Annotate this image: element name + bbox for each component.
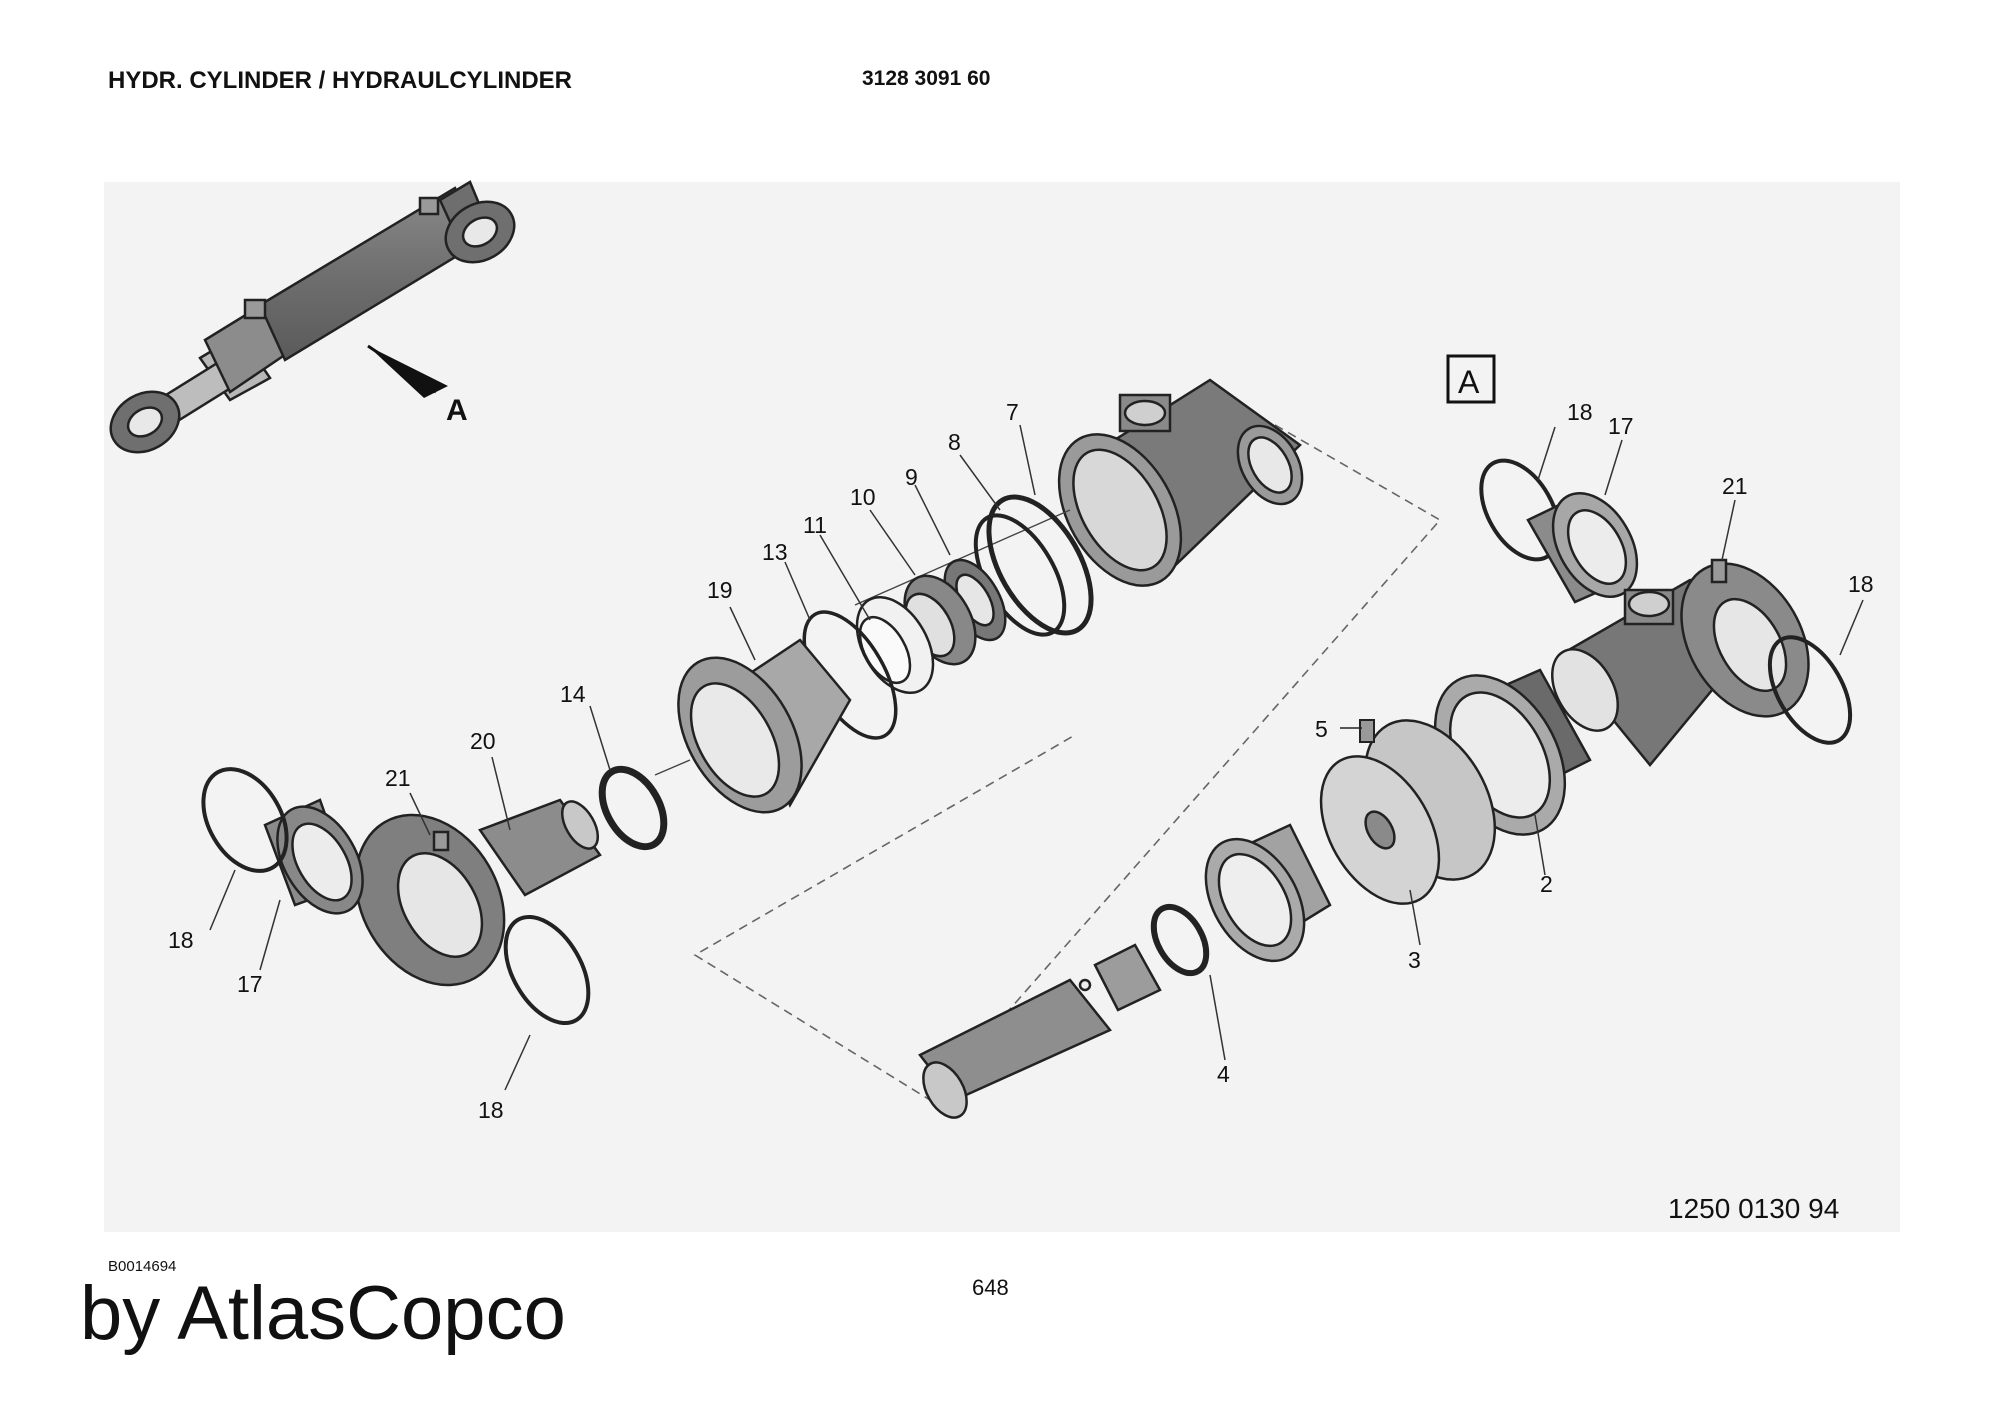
callout-20: 20 — [470, 728, 496, 754]
gland-19 — [677, 638, 852, 814]
set-screw-5 — [1359, 719, 1375, 743]
detail-box — [1446, 354, 1496, 404]
overview-cylinder — [109, 180, 516, 454]
callout-5: 5 — [1315, 716, 1328, 742]
callout-8: 8 — [948, 429, 961, 455]
guide-bushing — [1204, 823, 1332, 963]
circlip-18-left-top — [201, 767, 289, 873]
callout-7: 7 — [1006, 399, 1019, 425]
callout-21-left: 21 — [385, 765, 411, 791]
callout-18-left-bottom: 18 — [478, 1097, 504, 1123]
callout-10: 10 — [850, 484, 876, 510]
image-code: B0014694 — [108, 1258, 177, 1275]
callout-14: 14 — [560, 681, 586, 707]
detail-box-label: A — [1458, 364, 1480, 400]
callout-17-right: 17 — [1608, 413, 1634, 439]
callout-21-right: 21 — [1722, 473, 1748, 499]
drawing-number: 1250 0130 94 — [1668, 1193, 1840, 1224]
callout-18-right-top: 18 — [1567, 399, 1593, 425]
ring-7 — [986, 494, 1094, 636]
callout-18-left-top: 18 — [168, 927, 194, 953]
page-number: 648 — [972, 1275, 1009, 1300]
circlip-18-left-bottom — [503, 914, 591, 1026]
callout-4: 4 — [1217, 1061, 1230, 1087]
piston-rod-20 — [478, 798, 602, 897]
part-number: 3128 3091 60 — [862, 67, 991, 90]
callout-19: 19 — [707, 577, 733, 603]
cylinder-head-21-right — [1551, 558, 1810, 767]
piston-3 — [1319, 719, 1497, 905]
page-title: HYDR. CYLINDER / HYDRAULCYLINDER — [108, 67, 573, 94]
bearing-17-right — [1526, 492, 1639, 604]
callout-18-right: 18 — [1848, 571, 1874, 597]
callout-3: 3 — [1408, 947, 1421, 973]
bushing-11 — [855, 595, 935, 695]
brand-text: by AtlasCopco — [80, 1271, 566, 1356]
piston-rod-threaded — [918, 943, 1162, 1119]
leader-lines — [209, 424, 1864, 1091]
rod-eye-21-left — [354, 813, 506, 987]
callout-9: 9 — [905, 464, 918, 490]
view-arrow — [367, 344, 448, 398]
seal-4 — [1150, 903, 1210, 977]
circlip-18-right-top — [1479, 458, 1561, 562]
view-arrow-label: A — [446, 394, 468, 427]
callout-17-left: 17 — [237, 971, 263, 997]
callout-11: 11 — [803, 512, 827, 538]
callout-13: 13 — [762, 539, 788, 565]
callout-2: 2 — [1540, 871, 1553, 897]
circlip-18-right — [1767, 635, 1853, 745]
barrel-tube — [1057, 378, 1304, 587]
seal-14 — [598, 765, 668, 851]
